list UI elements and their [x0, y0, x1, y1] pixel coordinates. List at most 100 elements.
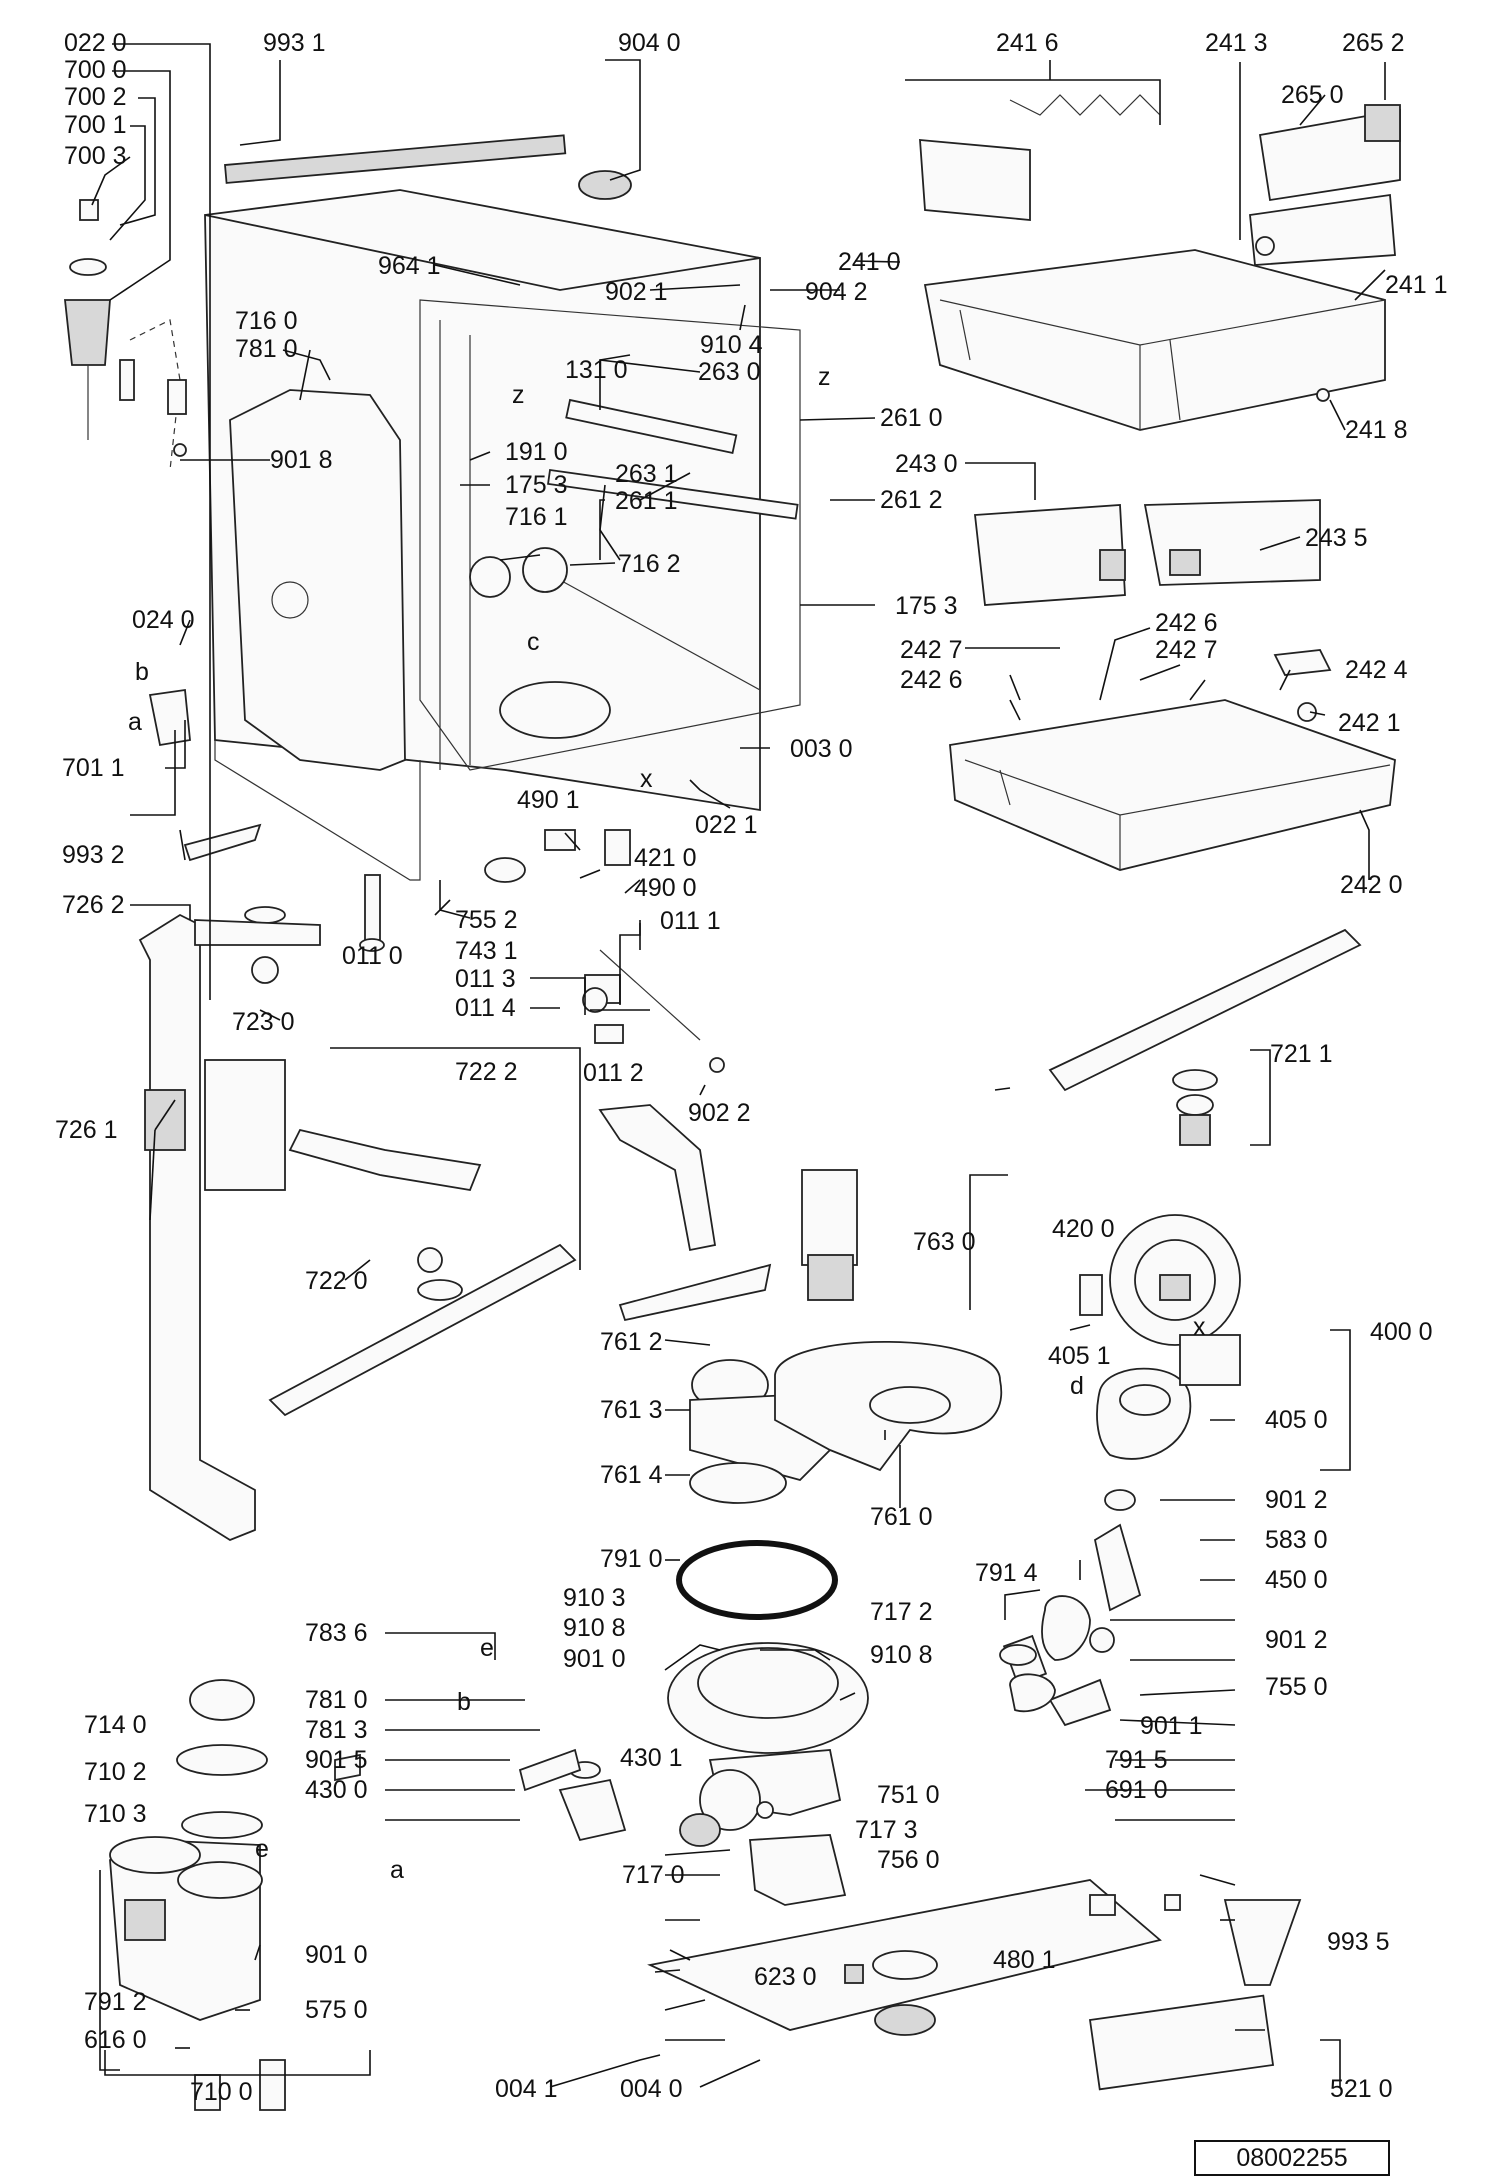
label-022-1: 022 1	[695, 811, 758, 839]
label-241-3: 241 3	[1205, 29, 1268, 57]
label-011-0: 011 0	[342, 942, 403, 970]
label-241-8: 241 8	[1345, 416, 1408, 444]
marker-b-lower: b	[457, 1688, 471, 1716]
label-242-1: 242 1	[1338, 709, 1401, 737]
label-480-1: 480 1	[993, 1946, 1056, 1974]
label-263-1: 263 1	[615, 460, 678, 488]
label-910-3: 910 3	[563, 1584, 626, 1612]
label-242-0: 242 0	[1340, 871, 1403, 899]
label-901-0-lower: 901 0	[305, 1941, 368, 1969]
part-labels: 022 0 700 0 700 2 700 1 700 3 993 1 904 …	[55, 29, 1448, 2106]
label-717-0: 717 0	[622, 1861, 685, 1889]
label-400-0: 400 0	[1370, 1318, 1433, 1346]
label-791-0: 791 0	[600, 1545, 663, 1573]
marker-e-upper: e	[480, 1634, 494, 1662]
label-261-2: 261 2	[880, 486, 943, 514]
label-430-1: 430 1	[620, 1744, 683, 1772]
label-421-0: 421 0	[634, 844, 697, 872]
base-drawing	[647, 1879, 1302, 2091]
label-583-0: 583 0	[1265, 1526, 1328, 1554]
supply-pipe-drawing	[138, 913, 321, 1542]
label-691-0: 691 0	[1105, 1776, 1168, 1804]
label-721-1: 721 1	[1270, 1040, 1333, 1068]
label-783-6: 783 6	[305, 1619, 368, 1647]
label-781-0-lower: 781 0	[305, 1686, 368, 1714]
label-716-2: 716 2	[618, 550, 681, 578]
label-993-1: 993 1	[263, 29, 326, 57]
label-242-7-left: 242 7	[900, 636, 963, 664]
label-490-0: 490 0	[634, 874, 697, 902]
label-910-8-right: 910 8	[870, 1641, 933, 1669]
label-743-1: 743 1	[455, 937, 518, 965]
marker-x-upper: x	[640, 765, 653, 793]
small-parts-drawing	[183, 823, 725, 1073]
label-791-5: 791 5	[1105, 1746, 1168, 1774]
part-drawings	[63, 94, 1401, 2111]
drawing-number-box: 08002255	[1194, 2140, 1390, 2176]
middle-spray-arm-drawing	[204, 906, 577, 1417]
sump-drawing	[598, 1104, 1003, 1906]
marker-c: c	[527, 628, 540, 656]
label-910-4: 910 4	[700, 331, 763, 359]
label-901-8: 901 8	[270, 446, 333, 474]
label-701-1: 701 1	[62, 754, 125, 782]
label-726-2: 726 2	[62, 891, 125, 919]
label-756-0: 756 0	[877, 1846, 940, 1874]
label-261-1: 261 1	[615, 487, 678, 515]
label-761-4: 761 4	[600, 1461, 663, 1489]
label-910-8-left: 910 8	[563, 1614, 626, 1642]
label-261-0: 261 0	[880, 404, 943, 432]
marker-d: d	[1070, 1372, 1084, 1400]
label-904-2: 904 2	[805, 278, 868, 306]
label-716-1: 716 1	[505, 503, 568, 531]
label-263-0: 263 0	[698, 358, 761, 386]
label-710-3: 710 3	[84, 1800, 147, 1828]
label-004-1: 004 1	[495, 2075, 558, 2103]
label-131-0: 131 0	[565, 356, 628, 384]
label-011-1: 011 1	[660, 907, 721, 935]
label-717-3: 717 3	[855, 1816, 918, 1844]
label-902-1: 902 1	[605, 278, 668, 306]
label-191-0: 191 0	[505, 438, 568, 466]
label-616-0: 616 0	[84, 2026, 147, 2054]
label-405-0: 405 0	[1265, 1406, 1328, 1434]
label-011-3: 011 3	[455, 965, 516, 993]
label-700-2: 700 2	[64, 83, 127, 111]
label-761-3: 761 3	[600, 1396, 663, 1424]
label-004-0: 004 0	[620, 2075, 683, 2103]
label-242-4: 242 4	[1345, 656, 1408, 684]
label-623-0: 623 0	[754, 1963, 817, 1991]
label-781-0-upper: 781 0	[235, 335, 298, 363]
label-902-2: 902 2	[688, 1099, 751, 1127]
label-011-4: 011 4	[455, 994, 516, 1022]
cutlery-basket-drawing	[974, 499, 1321, 606]
label-003-0: 003 0	[790, 735, 853, 763]
tub-cabinet-drawing	[204, 134, 801, 881]
lower-basket-drawing	[949, 649, 1396, 871]
label-175-3-lower: 175 3	[895, 592, 958, 620]
label-242-6-left: 242 6	[900, 666, 963, 694]
label-723-0: 723 0	[232, 1008, 295, 1036]
marker-a-upper: a	[128, 708, 142, 736]
label-964-1: 964 1	[378, 252, 441, 280]
label-791-2: 791 2	[84, 1988, 147, 2016]
label-243-5: 243 5	[1305, 524, 1368, 552]
label-265-2: 265 2	[1342, 29, 1405, 57]
label-022-0: 022 0	[64, 29, 127, 57]
label-242-6-top: 242 6	[1155, 609, 1218, 637]
label-710-0: 710 0	[190, 2078, 253, 2106]
label-722-0: 722 0	[305, 1267, 368, 1295]
label-241-6: 241 6	[996, 29, 1059, 57]
label-781-3: 781 3	[305, 1716, 368, 1744]
label-024-0: 024 0	[132, 606, 195, 634]
connection-letters: a b c x z z d x e b e a	[128, 363, 1206, 1884]
label-901-0-upper: 901 0	[563, 1645, 626, 1673]
marker-x-lower: x	[1193, 1313, 1206, 1341]
label-901-5: 901 5	[305, 1746, 368, 1774]
label-763-0: 763 0	[913, 1228, 976, 1256]
upper-basket-drawing	[919, 94, 1401, 431]
marker-a-lower: a	[390, 1856, 404, 1884]
label-265-0: 265 0	[1281, 81, 1344, 109]
